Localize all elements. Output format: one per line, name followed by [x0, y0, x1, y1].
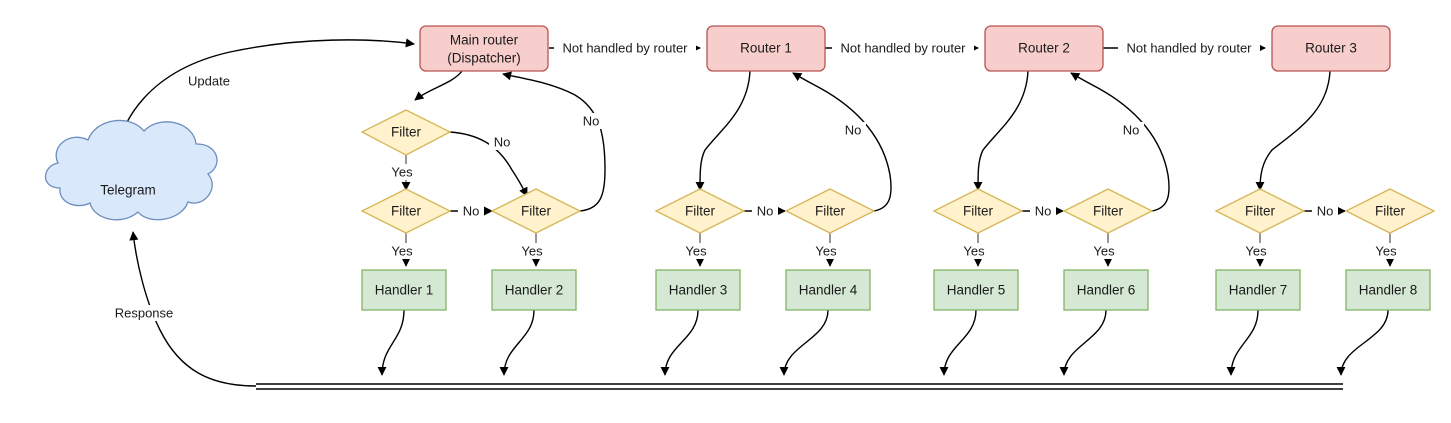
- router-2-shape: [984, 25, 1104, 72]
- node-router-2[interactable]: Router 2: [984, 25, 1104, 72]
- filter-f-shape: [932, 188, 1024, 234]
- edge-handler-5-to-bus: [939, 309, 977, 376]
- edge-label-no-8: No: [1312, 203, 1338, 219]
- node-filter-c[interactable]: Filter: [360, 188, 452, 234]
- edge-handler-7-to-bus: [1226, 309, 1259, 376]
- edge-handler-8-to-bus: [1336, 309, 1389, 376]
- edge-label-not-handled-3: Not handled by router: [1118, 40, 1260, 56]
- filter-h-shape: [1214, 188, 1306, 234]
- filter-d-shape: [654, 188, 746, 234]
- node-handler-1[interactable]: Handler 1: [361, 269, 447, 311]
- edge-handler-1-to-bus: [377, 309, 405, 376]
- edge-label-no-3: No: [458, 203, 484, 219]
- edge-router3-to-filter-h: [1255, 70, 1331, 191]
- node-handler-4[interactable]: Handler 4: [785, 269, 871, 311]
- node-handler-6[interactable]: Handler 6: [1063, 269, 1149, 311]
- edge-filter-a-no: [449, 131, 528, 197]
- handler-8-shape: [1345, 269, 1431, 311]
- edge-label-yes-1: Yes: [387, 164, 417, 180]
- edge-label-yes-9: Yes: [1371, 243, 1401, 259]
- router-1-shape: [706, 25, 826, 72]
- node-handler-2[interactable]: Handler 2: [491, 269, 577, 311]
- node-filter-h[interactable]: Filter: [1214, 188, 1306, 234]
- node-router-3[interactable]: Router 3: [1271, 25, 1391, 72]
- filter-g-shape: [1062, 188, 1154, 234]
- edge-label-no-7: No: [1030, 203, 1056, 219]
- edge-handler-6-to-bus: [1059, 309, 1107, 376]
- edge-label-no-4: No: [840, 122, 866, 138]
- edge-label-yes-3: Yes: [517, 243, 547, 259]
- filter-e-shape: [784, 188, 876, 234]
- edge-label-yes-6: Yes: [959, 243, 989, 259]
- node-filter-b[interactable]: Filter: [490, 188, 582, 234]
- edge-response: [129, 231, 257, 387]
- handler-4-shape: [785, 269, 871, 311]
- edge-label-response: Response: [106, 305, 182, 321]
- edge-label-yes-4: Yes: [681, 243, 711, 259]
- node-filter-d[interactable]: Filter: [654, 188, 746, 234]
- edge-handler-3-to-bus: [660, 309, 699, 376]
- edge-label-not-handled-2: Not handled by router: [832, 40, 974, 56]
- node-handler-3[interactable]: Handler 3: [655, 269, 741, 311]
- filter-a-shape: [360, 109, 452, 156]
- edge-label-update: Update: [180, 73, 238, 89]
- edge-label-no-2: No: [578, 113, 604, 129]
- edge-label-yes-2: Yes: [387, 243, 417, 259]
- handler-1-shape: [361, 269, 447, 311]
- edge-filter-g-no-return: [1070, 72, 1170, 212]
- node-filter-f[interactable]: Filter: [932, 188, 1024, 234]
- node-filter-e[interactable]: Filter: [784, 188, 876, 234]
- edge-label-no-1: No: [489, 134, 515, 150]
- node-handler-5[interactable]: Handler 5: [933, 269, 1019, 311]
- edge-router2-to-filter-f: [973, 70, 1029, 191]
- node-filter-i[interactable]: Filter: [1344, 188, 1436, 234]
- edge-filter-e-no-return: [792, 72, 892, 212]
- handler-3-shape: [655, 269, 741, 311]
- edge-label-yes-7: Yes: [1089, 243, 1119, 259]
- edge-handler-2-to-bus: [499, 309, 535, 376]
- telegram-cloud-shape: [44, 119, 218, 221]
- node-main-router[interactable]: Main router (Dispatcher): [419, 25, 549, 72]
- edge-label-no-5: No: [752, 203, 778, 219]
- filter-c-shape: [360, 188, 452, 234]
- edge-filter-b-no-return: [502, 71, 606, 212]
- node-handler-7[interactable]: Handler 7: [1215, 269, 1301, 311]
- node-telegram[interactable]: Telegram: [44, 119, 218, 221]
- node-router-1[interactable]: Router 1: [706, 25, 826, 72]
- edge-label-yes-8: Yes: [1241, 243, 1271, 259]
- main-router-shape: [419, 25, 549, 72]
- edge-label-no-6: No: [1118, 122, 1144, 138]
- router-3-shape: [1271, 25, 1391, 72]
- node-filter-g[interactable]: Filter: [1062, 188, 1154, 234]
- edge-router1-to-filter-d: [695, 70, 751, 191]
- edge-label-yes-5: Yes: [811, 243, 841, 259]
- filter-b-shape: [490, 188, 582, 234]
- node-handler-8[interactable]: Handler 8: [1345, 269, 1431, 311]
- edge-label-not-handled-1: Not handled by router: [554, 40, 696, 56]
- filter-i-shape: [1344, 188, 1436, 234]
- handler-6-shape: [1063, 269, 1149, 311]
- handler-5-shape: [933, 269, 1019, 311]
- edge-mainrouter-to-filter-a: [414, 70, 463, 101]
- handler-7-shape: [1215, 269, 1301, 311]
- node-filter-a[interactable]: Filter: [360, 109, 452, 156]
- handler-2-shape: [491, 269, 577, 311]
- edge-handler-4-to-bus: [779, 309, 829, 376]
